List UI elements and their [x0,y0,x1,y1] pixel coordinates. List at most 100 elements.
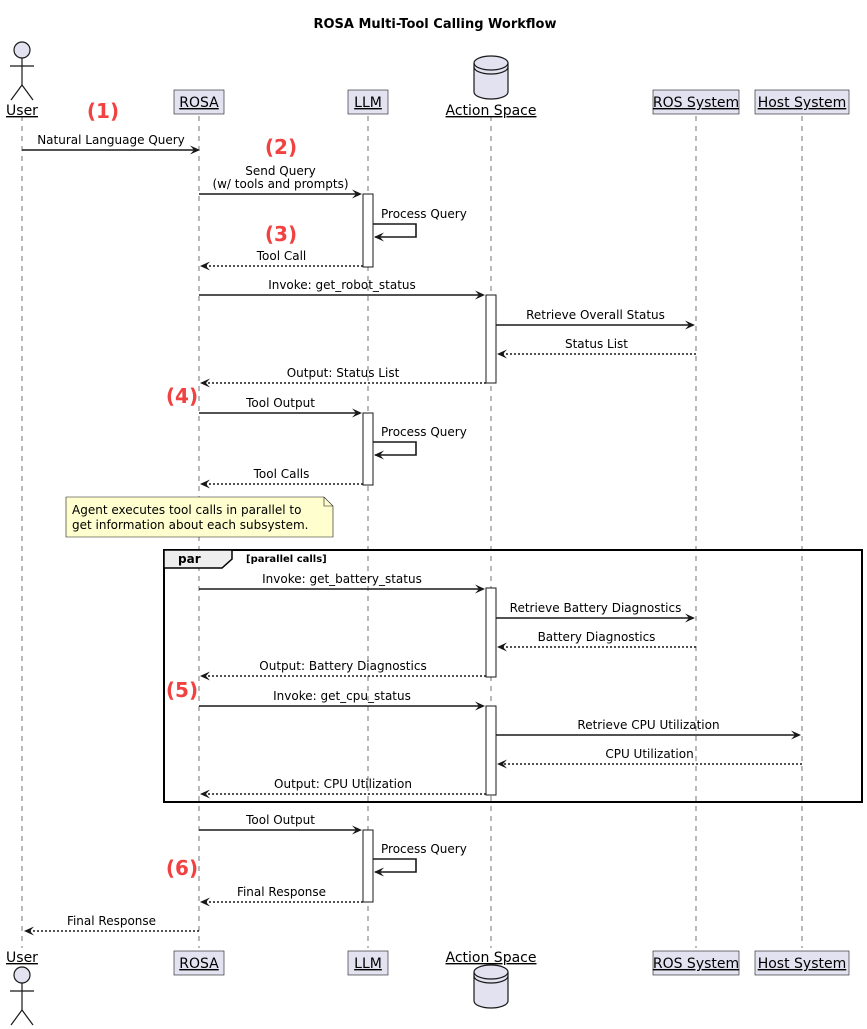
par-frame [163,549,863,803]
message-label: Tool Output [245,813,315,827]
participant-label: ROS System [653,95,739,111]
arrowhead [200,897,210,907]
arrowhead [791,730,801,740]
message: Tool Output [199,813,362,835]
message-label: Invoke: get_battery_status [262,572,422,586]
message: Output: Status List [200,366,486,388]
participant-box [652,950,740,976]
participant-llm-bottom: LLM [347,950,389,976]
participant-llm-top: LLM [347,89,389,115]
message: CPU Utilization [497,747,802,769]
arrowhead [475,584,485,594]
message: Process Query [373,842,467,877]
actor-leg [10,1009,23,1026]
arrowhead [352,408,362,418]
message-label: Tool Calls [253,467,310,481]
participant-label: Action Space [446,103,537,119]
database-action-space-bottom: Action Space [446,950,537,1009]
note-text: Agent executes tool calls in parallel to [72,503,301,517]
participant-label: Host System [758,956,847,972]
participant-box [652,89,740,115]
arrowhead [475,701,485,711]
arrowhead [497,349,507,359]
participant-ros-bottom: ROS System [652,950,740,976]
database-icon [473,55,509,100]
step-marker: (6) [166,856,198,880]
par-tab [163,549,233,569]
message-label: (w/ tools and prompts) [212,177,348,191]
arrowhead [374,450,384,460]
message-label: Tool Output [245,396,315,410]
participant-label: ROS System [653,956,739,972]
message: Invoke: get_cpu_status [199,689,485,711]
participant-ros-top: ROS System [652,89,740,115]
message: Battery Diagnostics [497,630,696,652]
activation-bar [485,294,497,384]
par-condition: [parallel calls] [246,554,327,565]
message-line [373,223,417,238]
note-text: get information about each subsystem. [72,518,308,532]
database-action-space-top: Action Space [446,55,537,119]
participant-box [347,89,389,115]
message: Invoke: get_battery_status [199,572,485,594]
arrowhead [200,789,210,799]
activation-bar [485,705,497,796]
message: Tool Output [199,396,362,418]
arrowhead [24,926,34,936]
participant-label: ROSA [179,956,219,972]
message: Final Response [24,914,199,936]
message: Output: CPU Utilization [200,777,486,799]
participant-label: User [6,950,38,966]
note: Agent executes tool calls in parallel to… [65,496,334,538]
step-marker: (1) [87,99,119,123]
participant-label: Action Space [446,950,537,966]
activation-bar [362,412,374,486]
participant-label: User [6,103,38,119]
message-label: Output: Status List [287,366,400,380]
message-label: Retrieve Battery Diagnostics [510,601,682,615]
actor-head [13,41,31,59]
message: Retrieve Overall Status [496,308,695,330]
database-rim [473,971,509,980]
database-rim [473,62,509,71]
message-label: Process Query [381,425,467,439]
diagram-title: ROSA Multi-Tool Calling Workflow [313,17,556,32]
actor-user-bottom: User [6,950,38,1026]
message: Send Query(w/ tools and prompts) [199,164,362,199]
arrowhead [200,479,210,489]
message-label: Final Response [67,914,156,928]
arrowhead [374,867,384,877]
message: Tool Call [200,249,363,271]
message: Retrieve CPU Utilization [496,718,801,740]
message-label: Final Response [237,885,326,899]
message: Final Response [200,885,363,907]
arrowhead [685,613,695,623]
participant-rosa-top: ROSA [173,89,225,115]
step-marker: (3) [265,222,297,246]
arrowhead [352,189,362,199]
database-rim [473,66,509,75]
actor-leg [21,1009,34,1026]
message: Process Query [373,207,467,242]
arrowhead [200,671,210,681]
participant-label: ROSA [179,95,219,111]
arrowhead [475,290,485,300]
participant-host-top: Host System [754,89,850,115]
database-rim [473,975,509,984]
message: Process Query [373,425,467,460]
message: Retrieve Battery Diagnostics [496,601,695,623]
message-label: Retrieve Overall Status [526,308,665,322]
message-label: Tool Call [256,249,307,263]
note-box [65,496,334,538]
participant-box [173,89,225,115]
message: Invoke: get_robot_status [199,278,485,300]
message-label: Output: CPU Utilization [274,777,412,791]
database-icon [473,964,509,1009]
activation-bar [362,193,374,268]
participant-rosa-bottom: ROSA [173,950,225,976]
participant-label: LLM [354,956,382,972]
note-corner [323,497,333,507]
message-label: Process Query [381,207,467,221]
message: Natural Language Query [22,133,200,155]
